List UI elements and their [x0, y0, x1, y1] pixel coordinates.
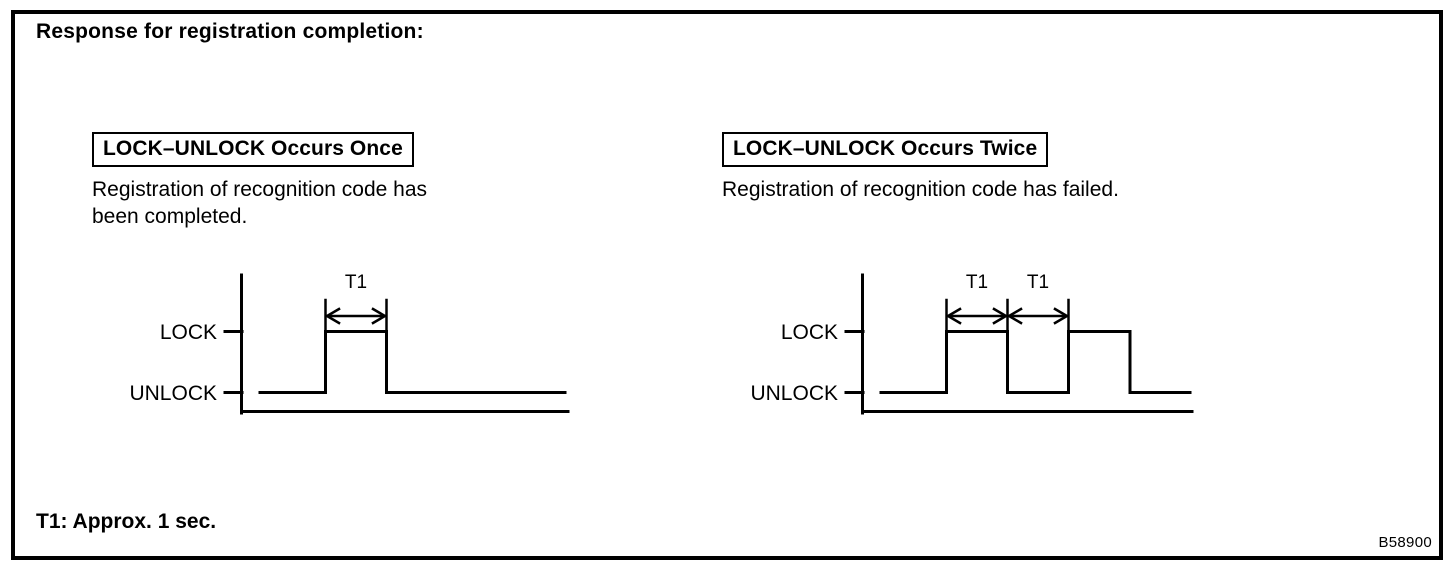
dimension-label-t1-first: T1	[966, 272, 988, 293]
figure-code: B58900	[1378, 534, 1432, 551]
signal-label-lock: LOCK	[781, 321, 838, 344]
timing-diagram-once: LOCK UNLOCK T1	[120, 258, 590, 433]
footnote-t1: T1: Approx. 1 sec.	[36, 510, 217, 533]
signal-label-unlock: UNLOCK	[750, 382, 838, 405]
waveform-trace	[879, 330, 1192, 394]
signal-label-lock: LOCK	[160, 321, 217, 344]
page-title: Response for registration completion:	[36, 20, 424, 43]
timing-diagram-twice-svg: LOCK UNLOCK T1 T1	[750, 272, 1194, 415]
dim-arrowhead-right	[371, 307, 388, 325]
panel-description: Registration of recognition code has bee…	[92, 178, 428, 228]
figure-border	[11, 10, 1443, 560]
timing-diagram-once-svg: LOCK UNLOCK T1	[129, 272, 570, 415]
dimension-label-t1-second: T1	[1027, 272, 1049, 293]
panel-heading: LOCK–UNLOCK Occurs Once	[92, 132, 414, 167]
dim-arrowhead-left	[324, 307, 341, 325]
dim-arrowhead-2-left	[1006, 307, 1023, 325]
panel-heading: LOCK–UNLOCK Occurs Twice	[722, 132, 1049, 167]
dim-arrowhead-1-right	[992, 307, 1009, 325]
dim-arrowhead-2-right	[1053, 307, 1070, 325]
timing-diagram-twice: LOCK UNLOCK T1 T1	[700, 258, 1210, 433]
panel-lock-unlock-twice: LOCK–UNLOCK Occurs Twice Registration of…	[722, 132, 1119, 203]
dim-arrowhead-1-left	[945, 307, 962, 325]
signal-label-unlock: UNLOCK	[129, 382, 217, 405]
waveform-trace	[258, 330, 567, 394]
dimension-label-t1: T1	[345, 272, 367, 293]
panel-lock-unlock-once: LOCK–UNLOCK Occurs Once Registration of …	[92, 132, 427, 230]
panel-description: Registration of recognition code has fai…	[722, 178, 1119, 201]
